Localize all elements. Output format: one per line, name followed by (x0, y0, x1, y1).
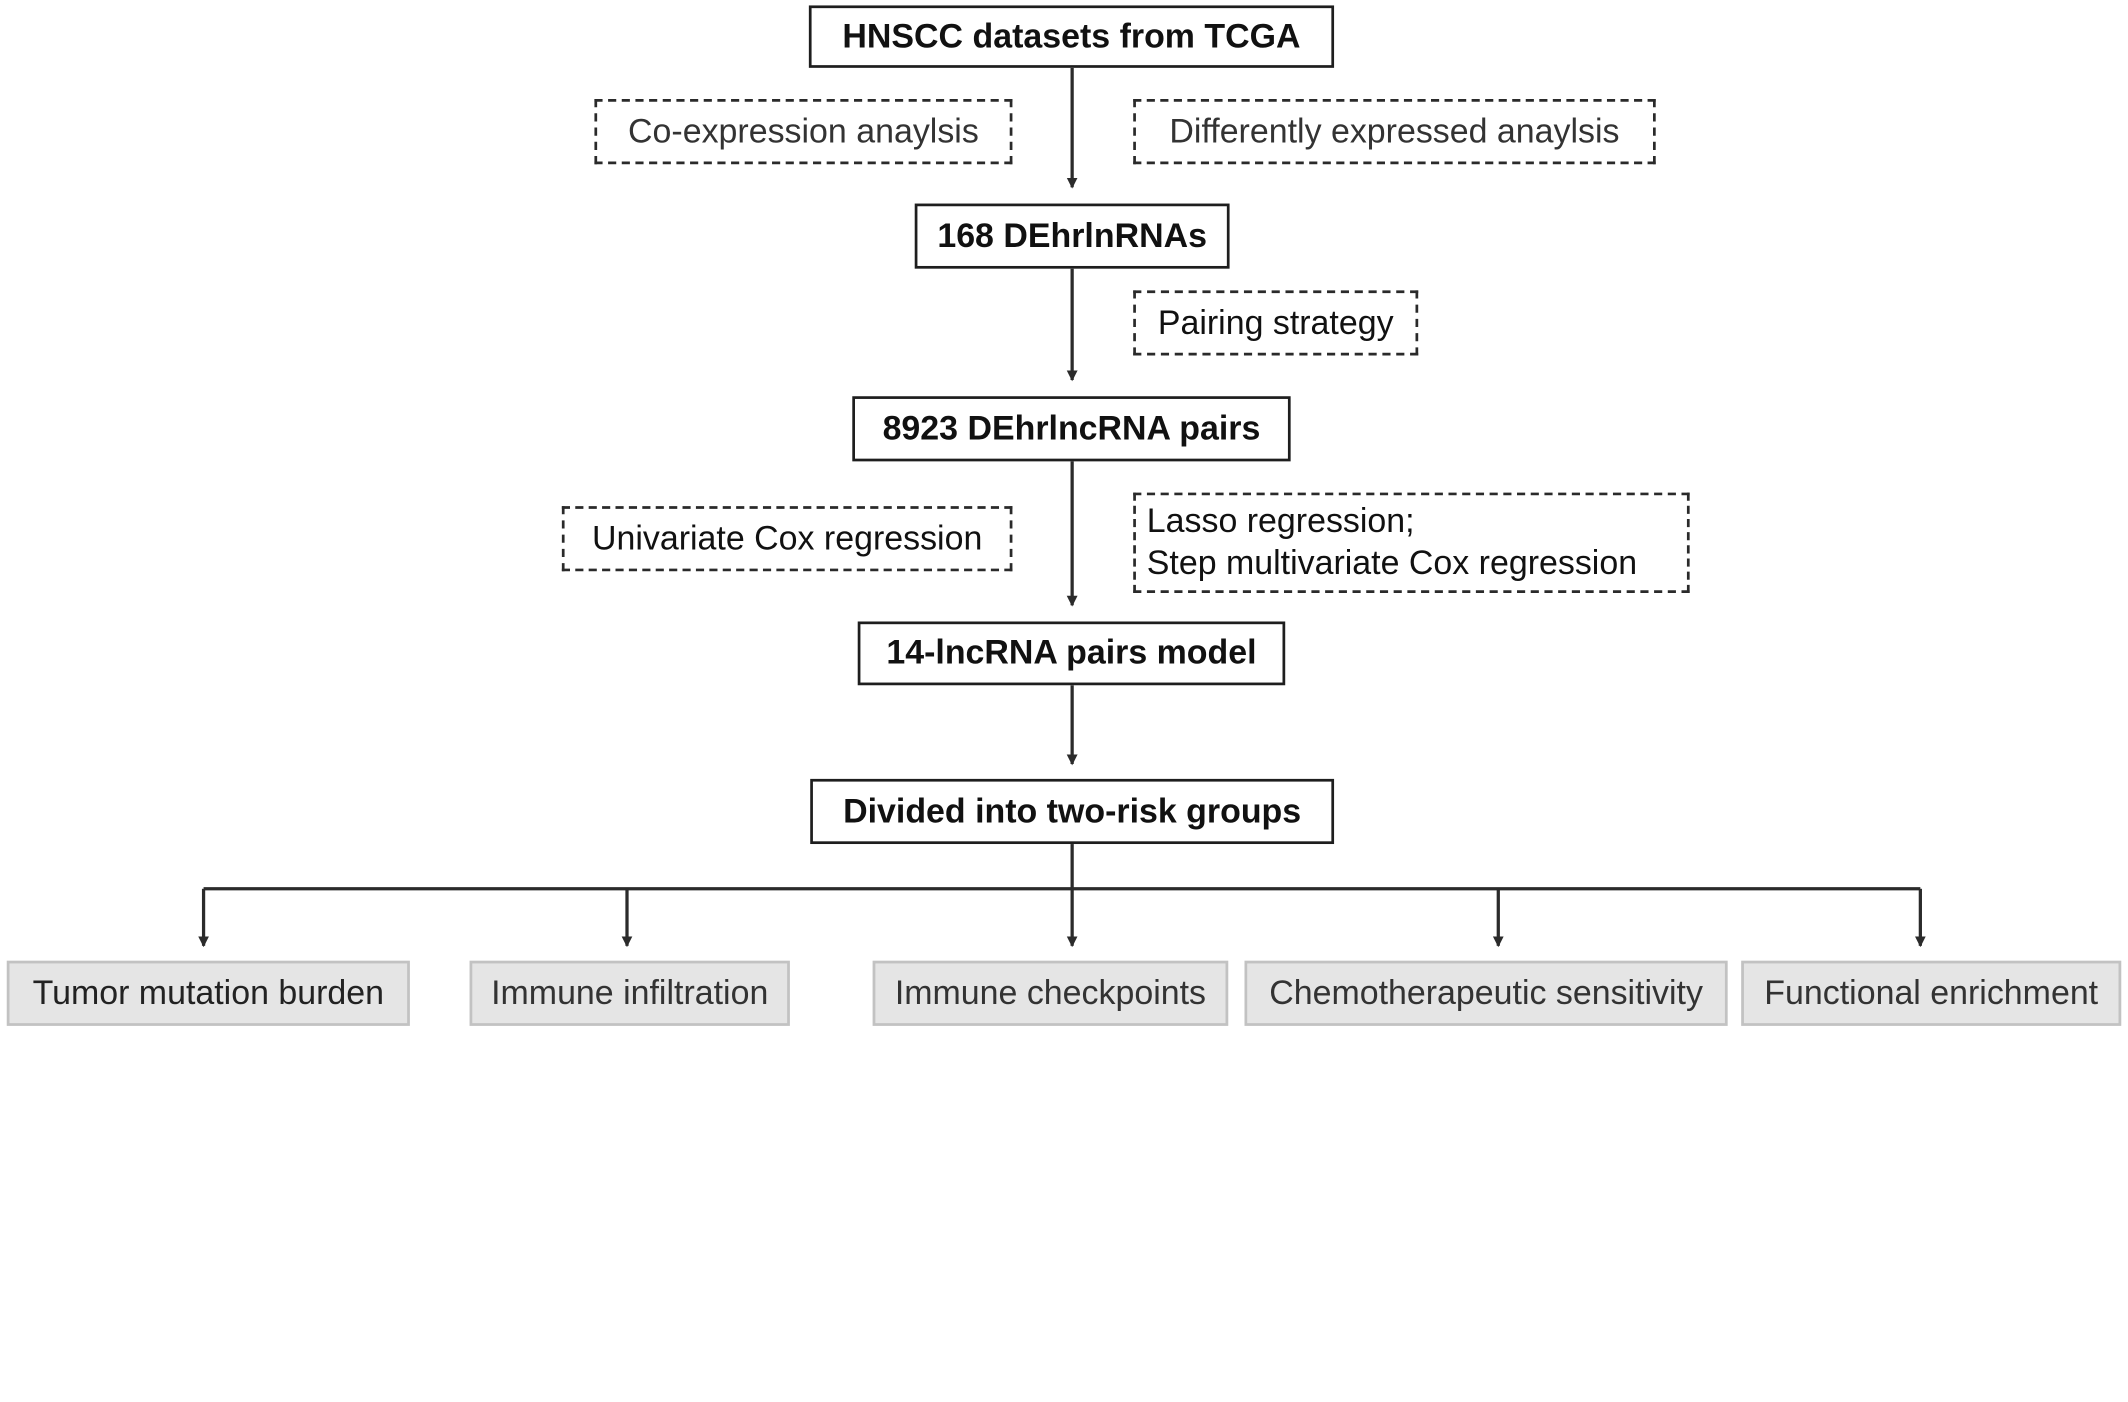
outcome-label-5: Functional enrichment (1764, 973, 2099, 1012)
node-step2: 8923 DEhrlncRNA pairs (852, 396, 1291, 462)
node-step1-label: 168 DEhrlnRNAs (937, 216, 1207, 255)
node-source: HNSCC datasets from TCGA (808, 5, 1335, 68)
outcome-label-3: Immune checkpoints (894, 973, 1207, 1012)
method-univariate: Univariate Cox regression (561, 506, 1013, 572)
node-step3-label: 14-lncRNA pairs model (886, 633, 1257, 672)
outcome-box-2: Immune infiltration (469, 960, 790, 1026)
outcome-label-2: Immune infiltration (491, 973, 769, 1012)
method-differential-label: Differently expressed anaylsis (1169, 111, 1620, 150)
node-step4: Divided into two-risk groups (810, 778, 1335, 845)
node-step1: 168 DEhrlnRNAs (914, 203, 1230, 269)
outcome-box-1: Tumor mutation burden (6, 960, 410, 1026)
flow-arrows (198, 67, 1926, 948)
outcome-label-4: Chemotherapeutic sensitivity (1269, 973, 1703, 1012)
outcome-label-1: Tumor mutation burden (32, 973, 385, 1012)
method-univariate-label: Univariate Cox regression (591, 519, 983, 558)
method-differential: Differently expressed anaylsis (1133, 99, 1656, 165)
node-source-label: HNSCC datasets from TCGA (842, 16, 1301, 55)
node-step4-label: Divided into two-risk groups (843, 791, 1302, 830)
outcome-box-3: Immune checkpoints (872, 960, 1229, 1026)
method-coexpression-label: Co-expression anaylsis (628, 111, 979, 150)
method-pairing-label: Pairing strategy (1157, 303, 1394, 342)
outcome-box-4: Chemotherapeutic sensitivity (1244, 960, 1728, 1026)
node-step2-label: 8923 DEhrlncRNA pairs (882, 409, 1261, 448)
method-lasso-label: Lasso regression; (1146, 502, 1415, 541)
method-lasso-stepwise: Lasso regression; Step multivariate Cox … (1133, 492, 1690, 593)
method-coexpression: Co-expression anaylsis (594, 99, 1013, 165)
method-pairing: Pairing strategy (1133, 290, 1419, 356)
outcome-box-5: Functional enrichment (1741, 960, 2122, 1026)
node-step3: 14-lncRNA pairs model (857, 621, 1286, 686)
method-stepwise-label: Step multivariate Cox regression (1146, 544, 1638, 583)
